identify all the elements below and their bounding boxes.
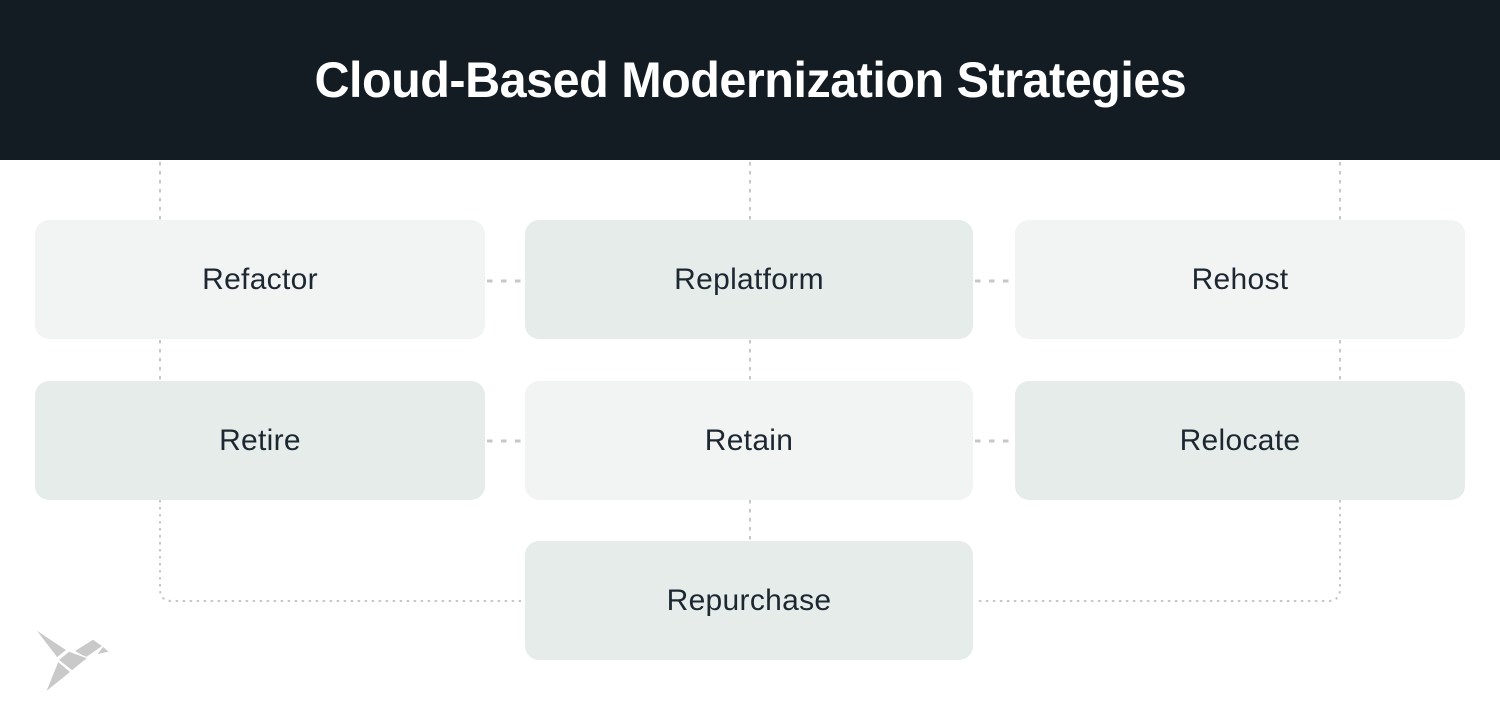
strategy-label: Repurchase xyxy=(666,583,832,617)
strategy-label: Relocate xyxy=(1179,423,1301,457)
strategy-box-retire: Retire xyxy=(35,381,485,500)
strategy-label: Rehost xyxy=(1191,262,1289,296)
bird-beak xyxy=(95,645,111,656)
connector-lines xyxy=(159,162,1341,602)
bird-body xyxy=(57,650,89,672)
header-band: Cloud-Based Modernization Strategies xyxy=(0,0,1500,160)
strategy-box-replatform: Replatform xyxy=(525,220,973,339)
bird-wing xyxy=(33,627,68,659)
strategy-diagram: Refactor Replatform Rehost Retire Retain… xyxy=(0,160,1500,720)
strategy-box-retain: Retain xyxy=(525,381,973,500)
strategy-label: Retain xyxy=(704,423,794,457)
logo-bird-icon xyxy=(33,627,111,694)
strategy-label: Refactor xyxy=(202,262,318,296)
strategy-box-refactor: Refactor xyxy=(35,220,485,339)
page-title: Cloud-Based Modernization Strategies xyxy=(314,52,1186,108)
strategy-box-relocate: Relocate xyxy=(1015,381,1465,500)
strategy-box-rehost: Rehost xyxy=(1015,220,1465,339)
connector-elbow-left xyxy=(159,500,523,602)
bird-tail xyxy=(44,660,72,694)
strategy-label: Replatform xyxy=(674,262,824,296)
strategy-label: Retire xyxy=(219,423,301,457)
connector-elbow-right xyxy=(975,500,1341,602)
strategy-box-repurchase: Repurchase xyxy=(525,541,973,660)
